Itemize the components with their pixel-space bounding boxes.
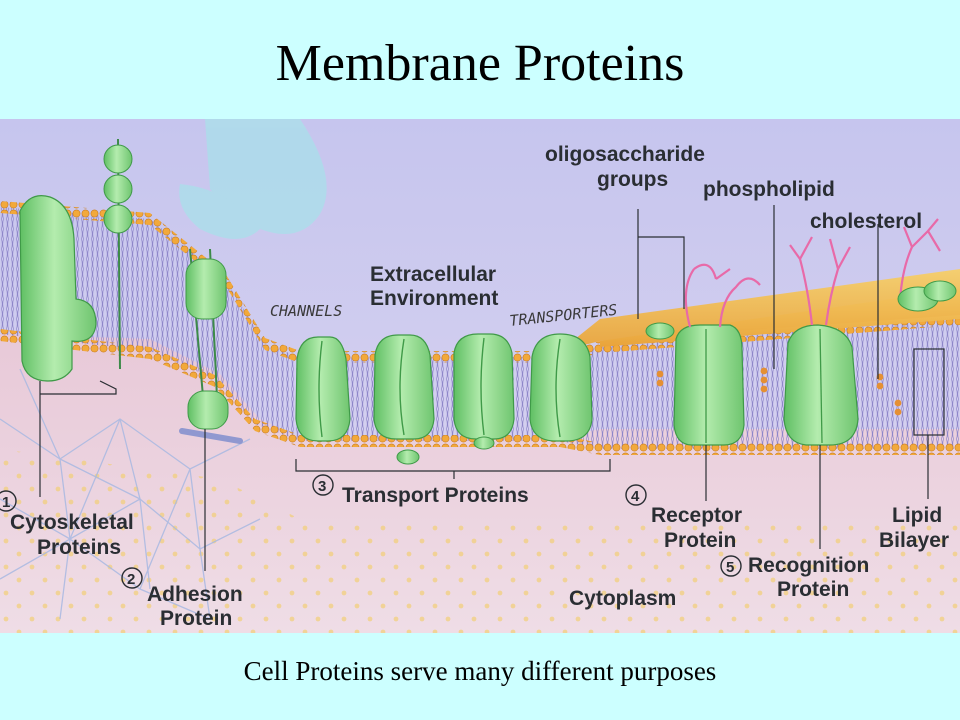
- adhesion-protein: [103, 138, 243, 444]
- cytoplasm-dots: [0, 449, 960, 633]
- leader-lines: [39, 205, 929, 571]
- label-oligosaccharide-line1: oligosaccharide: [545, 143, 705, 166]
- channel-protein-1: [295, 336, 351, 442]
- transporter-protein-2: [529, 333, 593, 442]
- label-adhesion-line2: Protein: [160, 607, 232, 630]
- oligosaccharide-chains: [645, 218, 957, 340]
- label-lipid-line2: Bilayer: [879, 529, 949, 552]
- cytoskeletal-protein: [19, 195, 97, 382]
- label-cytoskeletal-line2: Proteins: [37, 536, 121, 559]
- lipid-bilayer-bracket: [913, 348, 945, 436]
- label-transport-proteins: Transport Proteins: [342, 484, 529, 507]
- label-lipid-line1: Lipid: [892, 504, 942, 527]
- label-cytoskeletal-line1: Cytoskeletal: [10, 511, 134, 534]
- label-adhesion-line1: Adhesion: [147, 583, 243, 606]
- label-extracellular-line2: Environment: [370, 287, 498, 310]
- marker-1-label: 1: [2, 494, 10, 511]
- label-recognition-line1: Recognition: [748, 554, 869, 577]
- marker-3-label: 3: [318, 478, 326, 495]
- marker-5: [720, 555, 742, 577]
- channel-protein-2: [373, 334, 435, 465]
- marker-4: [625, 484, 647, 506]
- marker-2: [121, 567, 143, 589]
- label-recognition-line2: Protein: [777, 578, 849, 601]
- membrane-protein-diagram: oligosaccharide groups phospholipid chol…: [0, 119, 960, 633]
- cholesterol-molecules: [656, 367, 902, 416]
- slide-caption: Cell Proteins serve many different purpo…: [243, 656, 717, 686]
- transporter-protein-1: [453, 333, 515, 450]
- marker-3: [312, 474, 334, 496]
- label-cytoplasm: Cytoplasm: [569, 587, 676, 610]
- label-oligosaccharide-line2: groups: [597, 168, 668, 191]
- cytoskeleton-filaments: [0, 368, 261, 620]
- marker-5-label: 5: [726, 559, 734, 576]
- recognition-protein: [783, 236, 859, 446]
- marker-4-label: 4: [631, 488, 640, 505]
- receptor-protein: [673, 263, 761, 446]
- marker-1: [0, 490, 17, 512]
- marker-2-label: 2: [127, 571, 135, 588]
- label-receptor-line2: Protein: [664, 529, 736, 552]
- label-phospholipid: phospholipid: [703, 178, 835, 201]
- label-receptor-line1: Receptor: [651, 504, 742, 527]
- extracellular-molecules: [179, 119, 327, 239]
- label-extracellular-line1: Extracellular: [370, 263, 496, 286]
- label-cholesterol: cholesterol: [810, 210, 922, 233]
- slide-title: Membrane Proteins: [275, 35, 685, 92]
- label-channels: CHANNELS: [270, 302, 342, 320]
